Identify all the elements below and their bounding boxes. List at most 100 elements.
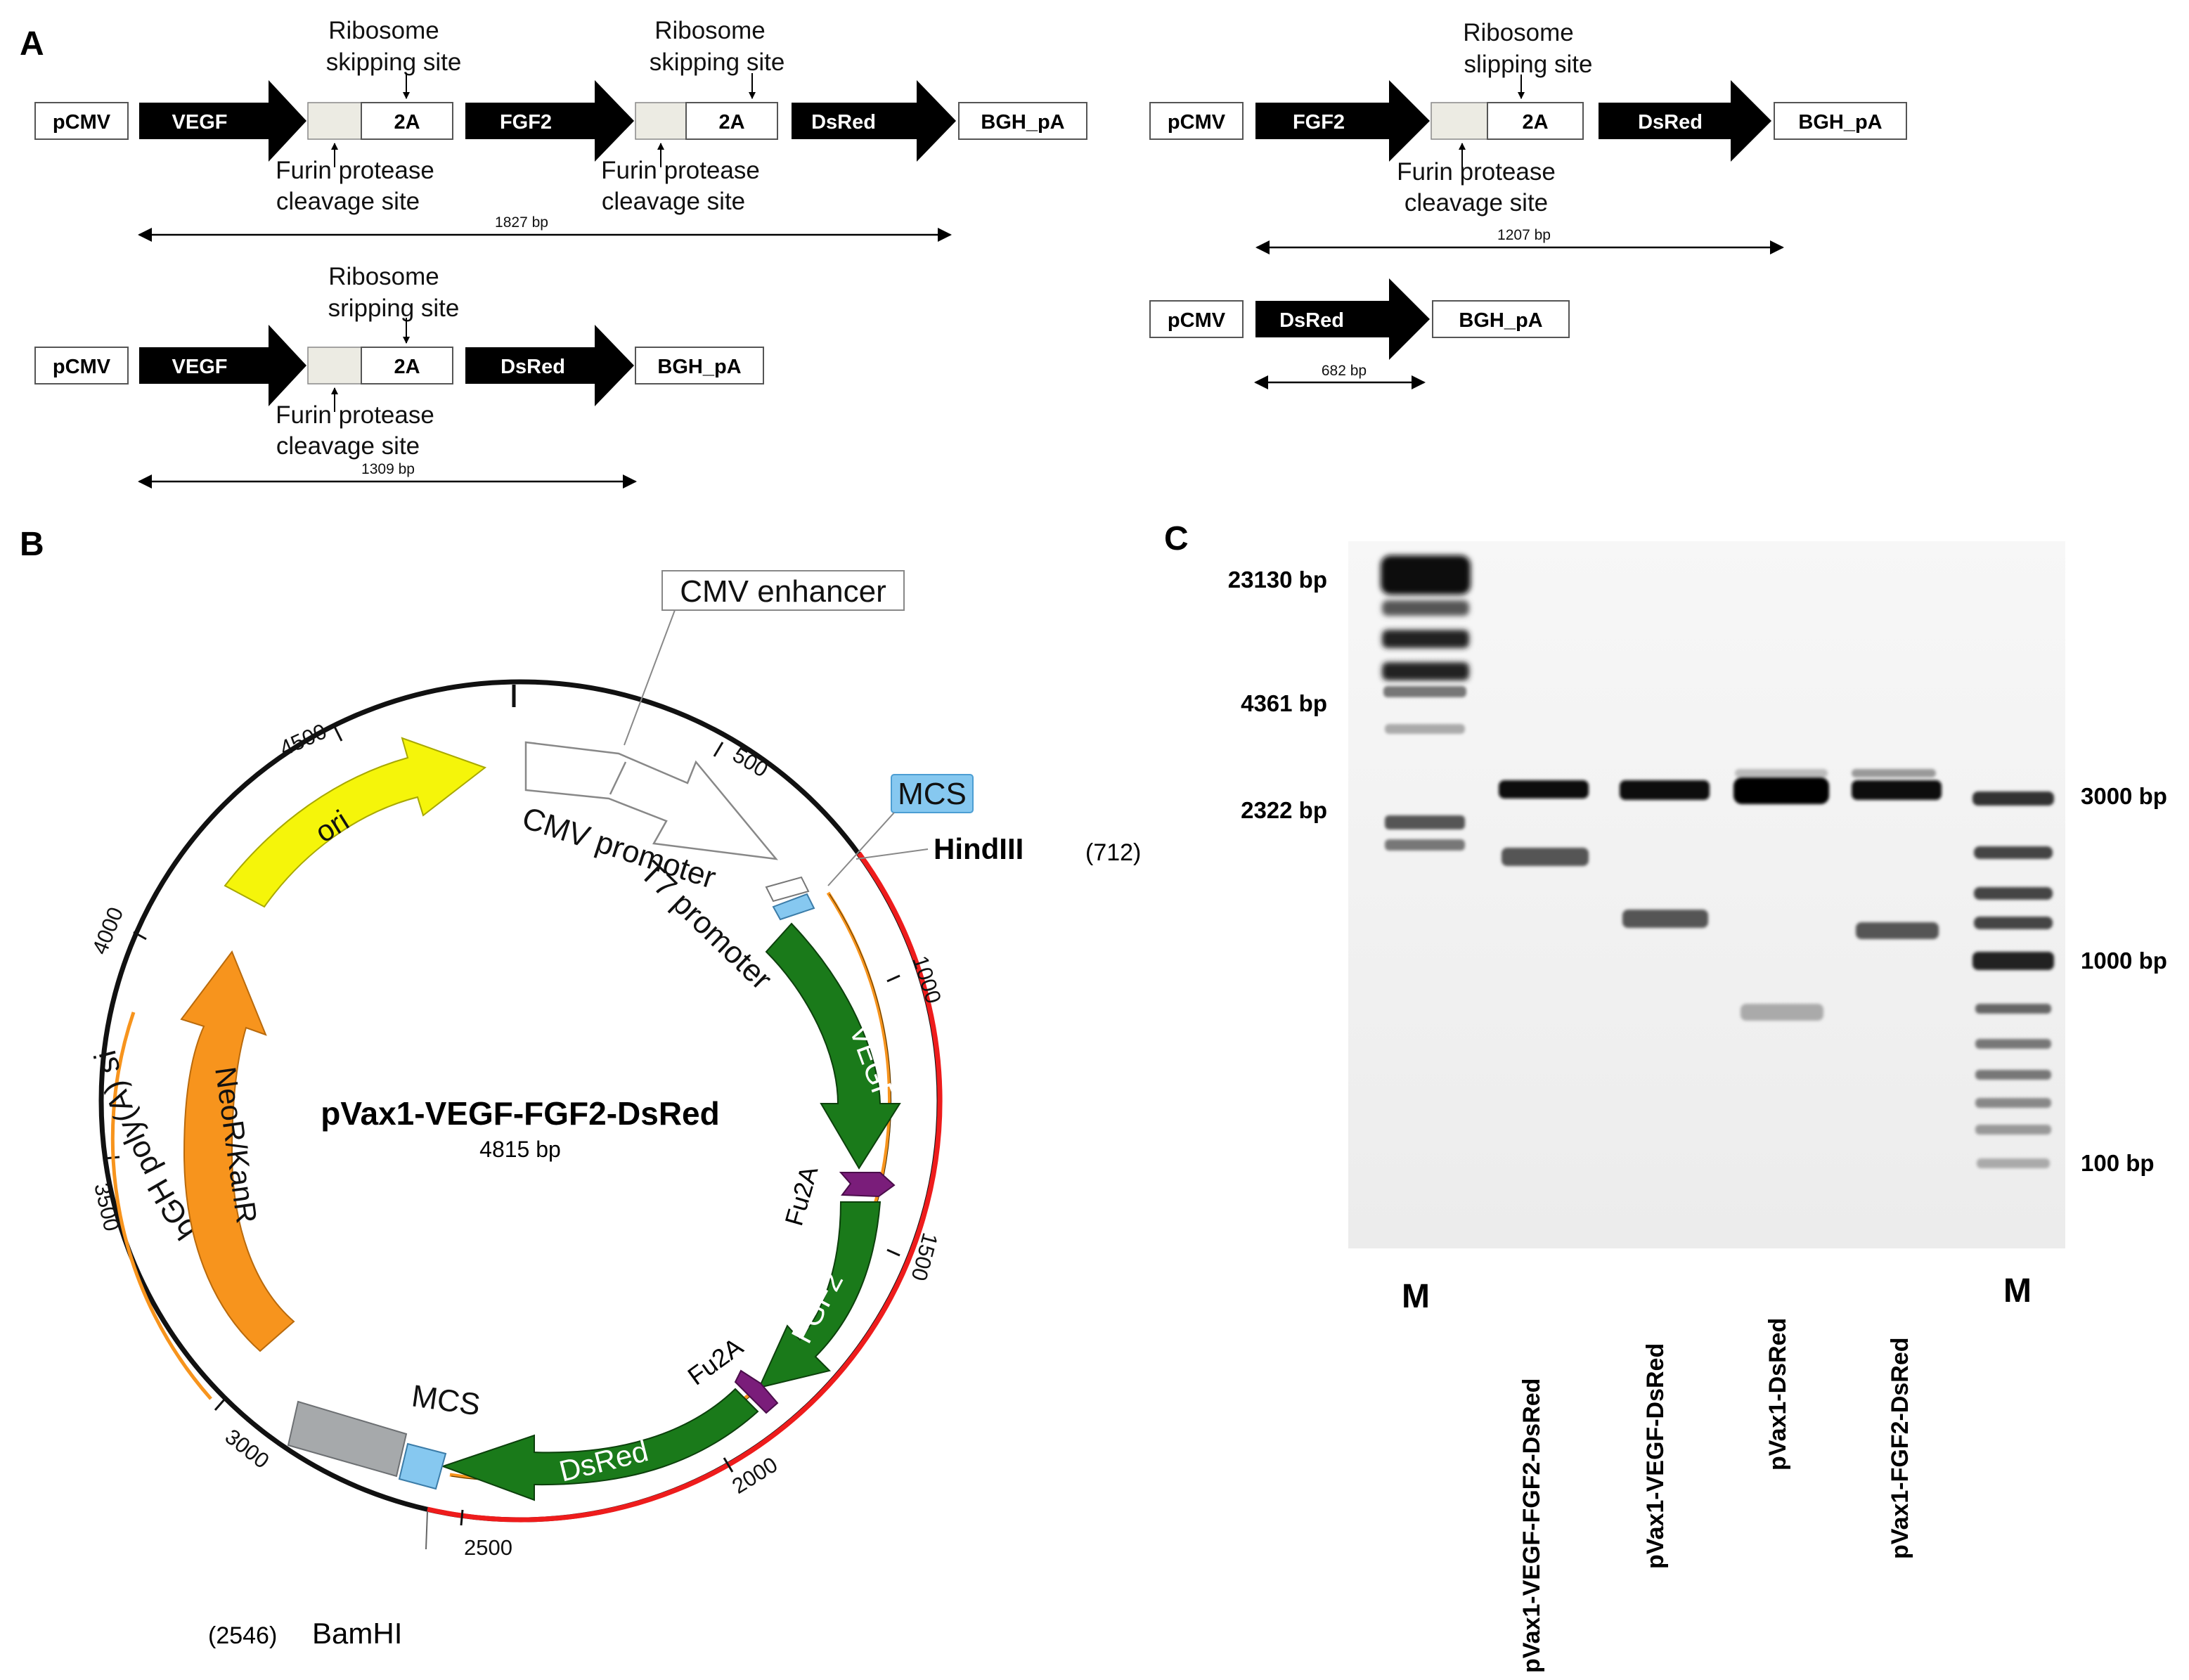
furin-box (307, 102, 362, 140)
cmv-enhancer-leader (624, 609, 676, 746)
promoter-label: pCMV (53, 356, 111, 378)
furin-label: Furin protease (1397, 158, 1556, 186)
gene-label-dsred: DsRed (1279, 309, 1344, 332)
ladder-label-right: 1000 bp (2081, 948, 2167, 974)
ribosome-label: Ribosome (328, 263, 439, 290)
mcs-bottom-label: MCS (410, 1378, 483, 1422)
gel-band (1735, 769, 1828, 777)
lane-label: pVax1-VEGF-FGF2-DsRed (1518, 1378, 1545, 1673)
promoter-label: pCMV (1168, 111, 1226, 134)
promoter-box (1149, 300, 1244, 338)
fu2a-1-label: Fu2A (779, 1163, 823, 1229)
gel-band (1499, 780, 1589, 799)
length-label: 1207 bp (1497, 227, 1551, 243)
gel-band (1741, 1004, 1823, 1021)
cmv-enhancer-label: CMV enhancer (680, 574, 886, 609)
gel-band (1975, 1070, 2051, 1080)
gel-band (1382, 630, 1469, 648)
gene-label-fgf2: FGF2 (500, 111, 552, 134)
insert-arc (427, 851, 943, 1523)
mcs-top-leader (827, 812, 895, 886)
furin-box (307, 347, 362, 385)
cleavage-label: cleavage site (276, 188, 420, 215)
mcs-top-box (891, 774, 974, 813)
gene-label-dsred: DsRed (1638, 111, 1703, 134)
ribosome-label: Ribosome (654, 17, 766, 44)
gene-arrow-dsred (792, 80, 956, 162)
cmv-promoter-arrow (524, 741, 778, 860)
lane-vegf-fgf2-dsred (1499, 780, 1589, 866)
ladder-label-left: 23130 bp (1228, 567, 1327, 593)
gel-band (1733, 777, 1829, 804)
bamhi-position: (2546) (208, 1622, 277, 1649)
gene-arrow-vegf (139, 325, 306, 406)
gene-label-vegf: VEGF (172, 356, 228, 378)
right-ladder-lane (1972, 791, 2054, 1168)
gene-label-dsred: DsRed (501, 356, 565, 378)
gel-band (1975, 1004, 2051, 1014)
lane-label-m-left: M (1402, 1278, 1430, 1315)
gel-band (1381, 555, 1471, 595)
bgh-polya-label: bGH poly(A) signal (0, 0, 205, 1246)
gel-band (1972, 952, 2054, 970)
2a-box (361, 347, 453, 385)
cleavage-label: cleavage site (1405, 189, 1548, 217)
2a-box (1487, 102, 1584, 140)
2a-box (685, 102, 778, 140)
bgh-polya-block (287, 1400, 408, 1478)
tick-label-1500: 1500 (906, 1230, 943, 1284)
cleavage-label: cleavage site (276, 432, 420, 460)
polya-label: BGH_pA (657, 356, 741, 378)
skipping-site-label: skipping site (326, 49, 462, 76)
vegf-arrow (765, 922, 901, 1170)
promoter-box (34, 102, 129, 140)
gene-label-vegf: VEGF (172, 111, 228, 134)
construct-3: pCMV FGF2 2A DsRed BGH_pA Ribosome slipp… (1149, 19, 1907, 254)
gene-arrow-fgf2 (465, 80, 634, 162)
panel-label-a: A (20, 25, 44, 63)
polya-box (635, 347, 764, 385)
gene-arrow-vegf (139, 80, 306, 162)
gel-band (1385, 839, 1465, 851)
tick-label-4000: 4000 (87, 904, 128, 958)
length-label: 1309 bp (361, 461, 415, 477)
ladder-label-left: 4361 bp (1241, 690, 1327, 716)
construct-2: pCMV VEGF 2A DsRed BGH_pA Ribosome sripp… (34, 263, 764, 489)
lane-label: pVax1-VEGF-DsRed (1642, 1343, 1669, 1569)
plasmid-name: pVax1-VEGF-FGF2-DsRed (321, 1095, 719, 1132)
fgf2-arrow (758, 1201, 882, 1389)
lane-label: pVax1-DsRed (1764, 1318, 1791, 1471)
polya-box (1432, 300, 1570, 338)
gel-band (1977, 1158, 2050, 1168)
tick-label-4500: 4500 (276, 718, 330, 761)
ribosome-label: Ribosome (328, 17, 439, 44)
lane-vegf-dsred (1620, 780, 1710, 928)
panel-label-b: B (20, 526, 44, 563)
construct-4: pCMV DsRed BGH_pA 682 bp (1149, 278, 1570, 389)
construct-1: pCMV VEGF 2A FGF2 2A DsRed BGH_pA Riboso… (34, 17, 1087, 242)
gel-band (1385, 724, 1465, 734)
gel-band (1974, 846, 2053, 859)
gel-band (1975, 1039, 2051, 1049)
2a-label: 2A (394, 356, 420, 378)
panel-a: pCMV VEGF 2A FGF2 2A DsRed BGH_pA Riboso… (34, 17, 1907, 489)
t7-promoter-mark (765, 876, 810, 903)
gel-band (1856, 922, 1939, 939)
gene-arrow-dsred (1255, 278, 1430, 360)
gel-band (1502, 848, 1589, 866)
promoter-box (34, 347, 129, 385)
furin-label: Furin protease (601, 157, 760, 184)
cmv-enhancer-box (661, 570, 905, 611)
gel-band (1975, 1125, 2051, 1135)
ori-arrow (224, 737, 487, 908)
length-label: 1827 bp (495, 214, 548, 231)
gene-arrow-fgf2 (1255, 80, 1430, 162)
promoter-label: pCMV (53, 111, 111, 134)
fu2a-2-mark (734, 1369, 779, 1414)
gel-band (1975, 1098, 2051, 1108)
gel-band (1620, 780, 1710, 800)
bgh-polya-text: bGH poly(A) signal (0, 0, 205, 1246)
gel-band (1852, 780, 1942, 800)
length-label: 682 bp (1322, 363, 1367, 379)
